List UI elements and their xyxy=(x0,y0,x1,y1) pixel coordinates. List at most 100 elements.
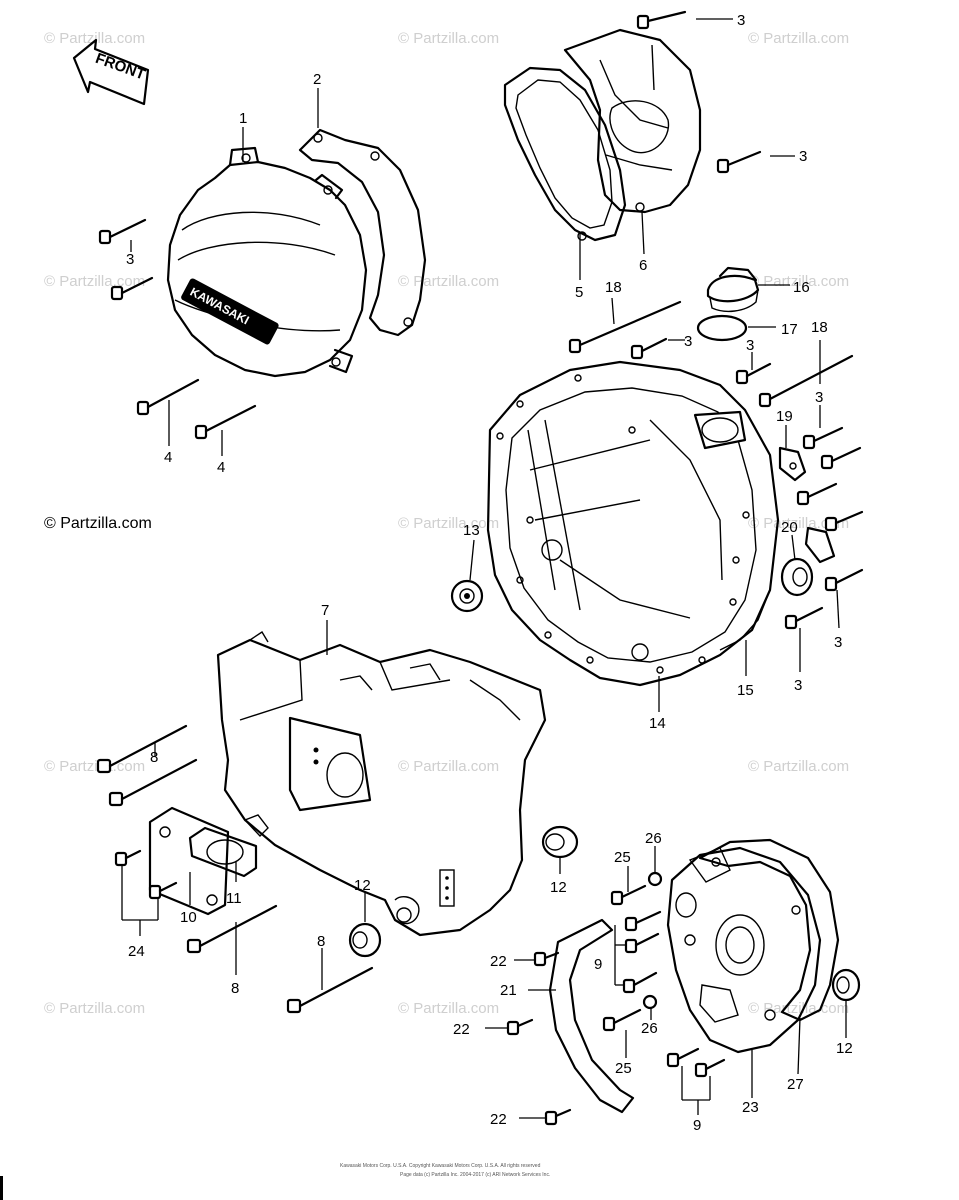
bolt xyxy=(602,1008,642,1032)
bolt xyxy=(630,337,668,360)
callout-5: 5 xyxy=(575,284,583,301)
cover-plate-gasket xyxy=(188,826,258,878)
oil-seal-right-cover xyxy=(541,825,579,859)
bolt xyxy=(796,482,838,506)
callouts: 1 2 3 3 3 3 3 3 3 3 4 4 5 6 7 8 8 8 9 9 … xyxy=(126,12,853,1134)
bolt xyxy=(784,606,824,630)
bolt xyxy=(824,510,864,532)
bolt xyxy=(694,1058,726,1078)
generator-cover: KAWASAKI xyxy=(166,146,368,378)
screw xyxy=(544,1108,572,1126)
oil-filler-o-ring xyxy=(696,314,748,342)
bolt xyxy=(622,971,658,994)
washer xyxy=(642,994,658,1010)
callout-25: 25 xyxy=(615,1060,632,1077)
bolt xyxy=(194,404,257,440)
long-bolt xyxy=(758,354,854,408)
cover-plate xyxy=(148,806,230,916)
bolt xyxy=(148,881,178,900)
chain-cover xyxy=(216,631,547,937)
screw xyxy=(506,1018,534,1036)
callout-3: 3 xyxy=(684,333,692,350)
watermarks: © Partzilla.com © Partzilla.com © Partzi… xyxy=(44,30,849,1017)
watermark: © Partzilla.com xyxy=(748,273,849,290)
watermark: © Partzilla.com xyxy=(398,1000,499,1017)
bolt xyxy=(98,218,147,245)
watermark: © Partzilla.com xyxy=(398,273,499,290)
bolt xyxy=(716,150,762,174)
watermark: © Partzilla.com xyxy=(398,30,499,47)
callout-18: 18 xyxy=(605,279,622,296)
kawasaki-logo-icon: KAWASAKI xyxy=(181,278,279,345)
callout-19: 19 xyxy=(776,408,793,425)
callout-23: 23 xyxy=(742,1099,759,1116)
bolt xyxy=(624,932,660,954)
callout-26: 26 xyxy=(645,830,662,847)
chain-guide xyxy=(548,918,635,1114)
callout-3: 3 xyxy=(794,677,802,694)
edge-mark xyxy=(0,1176,3,1200)
callout-8: 8 xyxy=(150,749,158,766)
footer: Kawasaki Motors Corp. U.S.A. Copyright K… xyxy=(340,1163,550,1178)
watermark: © Partzilla.com xyxy=(398,758,499,775)
callout-11: 11 xyxy=(226,890,242,907)
callout-10: 10 xyxy=(180,909,197,926)
clutch-cover-gasket xyxy=(503,66,627,242)
callout-27: 27 xyxy=(787,1076,804,1093)
long-bolt xyxy=(96,724,188,774)
bolt xyxy=(136,378,200,416)
bolt xyxy=(610,884,647,906)
watermark: © Partzilla.com xyxy=(748,30,849,47)
oil-seal-chain-cover xyxy=(348,922,382,958)
bolt xyxy=(820,446,862,470)
watermark: © Partzilla.com xyxy=(44,30,145,47)
secondary-cover xyxy=(666,846,822,1054)
bolt xyxy=(824,568,864,592)
callout-20: 20 xyxy=(781,519,798,536)
watermark: © Partzilla.com xyxy=(748,758,849,775)
callout-4: 4 xyxy=(164,449,172,466)
watermark: © Partzilla.com xyxy=(44,273,145,290)
bolt xyxy=(110,276,154,301)
watermark: © Partzilla.com xyxy=(748,515,849,532)
crankcase-cover xyxy=(486,360,780,687)
watermark: © Partzilla.com xyxy=(748,1000,849,1017)
callout-17: 17 xyxy=(781,321,798,338)
callout-25: 25 xyxy=(614,849,631,866)
callout-3: 3 xyxy=(799,148,807,165)
callout-8: 8 xyxy=(317,933,325,950)
washer xyxy=(647,871,663,887)
callout-21: 21 xyxy=(500,982,517,999)
callout-1: 1 xyxy=(239,110,247,127)
cable-clamp xyxy=(778,446,807,482)
long-bolt xyxy=(568,300,682,354)
callout-3: 3 xyxy=(815,389,823,406)
callout-4: 4 xyxy=(217,459,225,476)
callout-22: 22 xyxy=(490,1111,507,1128)
front-arrow-icon: FRONT xyxy=(72,38,150,106)
footer-credit: Page data (c) Partzilla Inc. 2004-2017 (… xyxy=(400,1172,550,1178)
callout-3: 3 xyxy=(834,634,842,651)
callout-12: 12 xyxy=(354,877,371,894)
bolt xyxy=(666,1047,700,1068)
oil-seal-lower-right xyxy=(831,968,861,1002)
bolts xyxy=(96,10,864,1126)
callout-2: 2 xyxy=(313,71,321,88)
oil-seal xyxy=(450,579,484,613)
oil-filler-cap xyxy=(706,266,760,313)
crankcase-cover-gasket xyxy=(719,589,771,651)
oil-seal-small xyxy=(780,557,814,597)
long-bolt xyxy=(186,904,278,954)
watermark: © Partzilla.com xyxy=(398,515,499,532)
callout-3: 3 xyxy=(746,337,754,354)
callout-15: 15 xyxy=(737,682,754,699)
callout-6: 6 xyxy=(639,257,647,274)
callout-14: 14 xyxy=(649,715,666,732)
bracket-clip xyxy=(804,526,836,564)
callout-9: 9 xyxy=(693,1117,701,1134)
callout-12: 12 xyxy=(550,879,567,896)
bolt xyxy=(735,362,772,385)
callout-3: 3 xyxy=(126,251,134,268)
watermark: © Partzilla.com xyxy=(44,1000,145,1017)
